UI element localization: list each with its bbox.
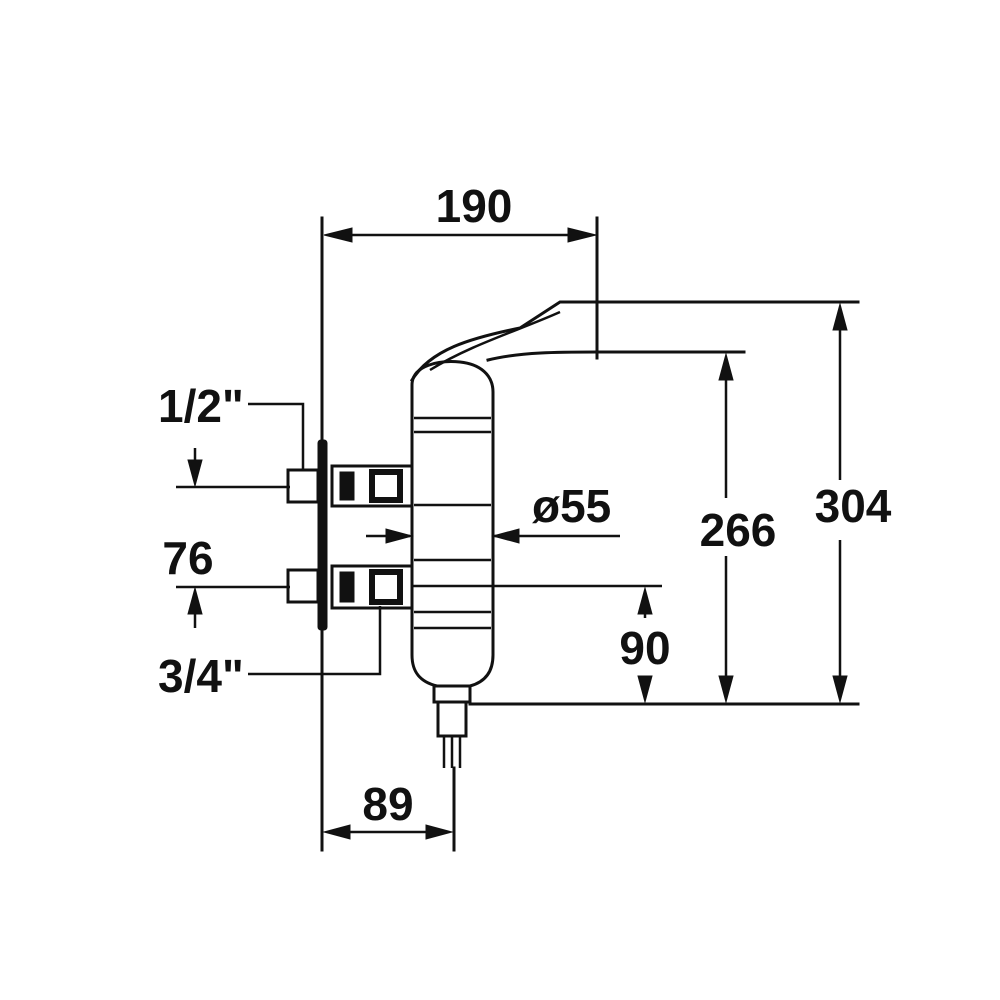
dimension-label-190: 190 xyxy=(436,180,513,232)
thread-label-1-2: 1/2" xyxy=(158,380,244,432)
faucet-body xyxy=(409,300,860,688)
dimension-base-89: 89 xyxy=(322,766,456,852)
dimension-height-266: 266 xyxy=(700,352,777,704)
upper-inlet xyxy=(286,464,414,508)
dimension-label-diameter-55: ø55 xyxy=(532,480,611,532)
dimension-width-190: 190 xyxy=(323,180,599,360)
dimension-height-90: 90 xyxy=(619,586,671,704)
lower-thread-callout: 3/4" xyxy=(158,606,382,702)
lower-inlet xyxy=(286,564,414,610)
dimension-height-304: 304 xyxy=(815,302,892,704)
dimension-label-266: 266 xyxy=(700,504,777,556)
tailpiece xyxy=(432,684,472,768)
dimension-label-89: 89 xyxy=(362,778,413,830)
wall-flange xyxy=(317,439,328,631)
dimension-label-90: 90 xyxy=(619,622,670,674)
upper-thread-callout: 1/2" xyxy=(158,380,305,470)
dimension-label-304: 304 xyxy=(815,480,892,532)
thread-label-3-4: 3/4" xyxy=(158,650,244,702)
dimension-label-76: 76 xyxy=(162,532,213,584)
dimension-diameter-55: ø55 xyxy=(366,480,620,544)
dimension-inlet-spacing-76: 76 xyxy=(162,448,290,628)
